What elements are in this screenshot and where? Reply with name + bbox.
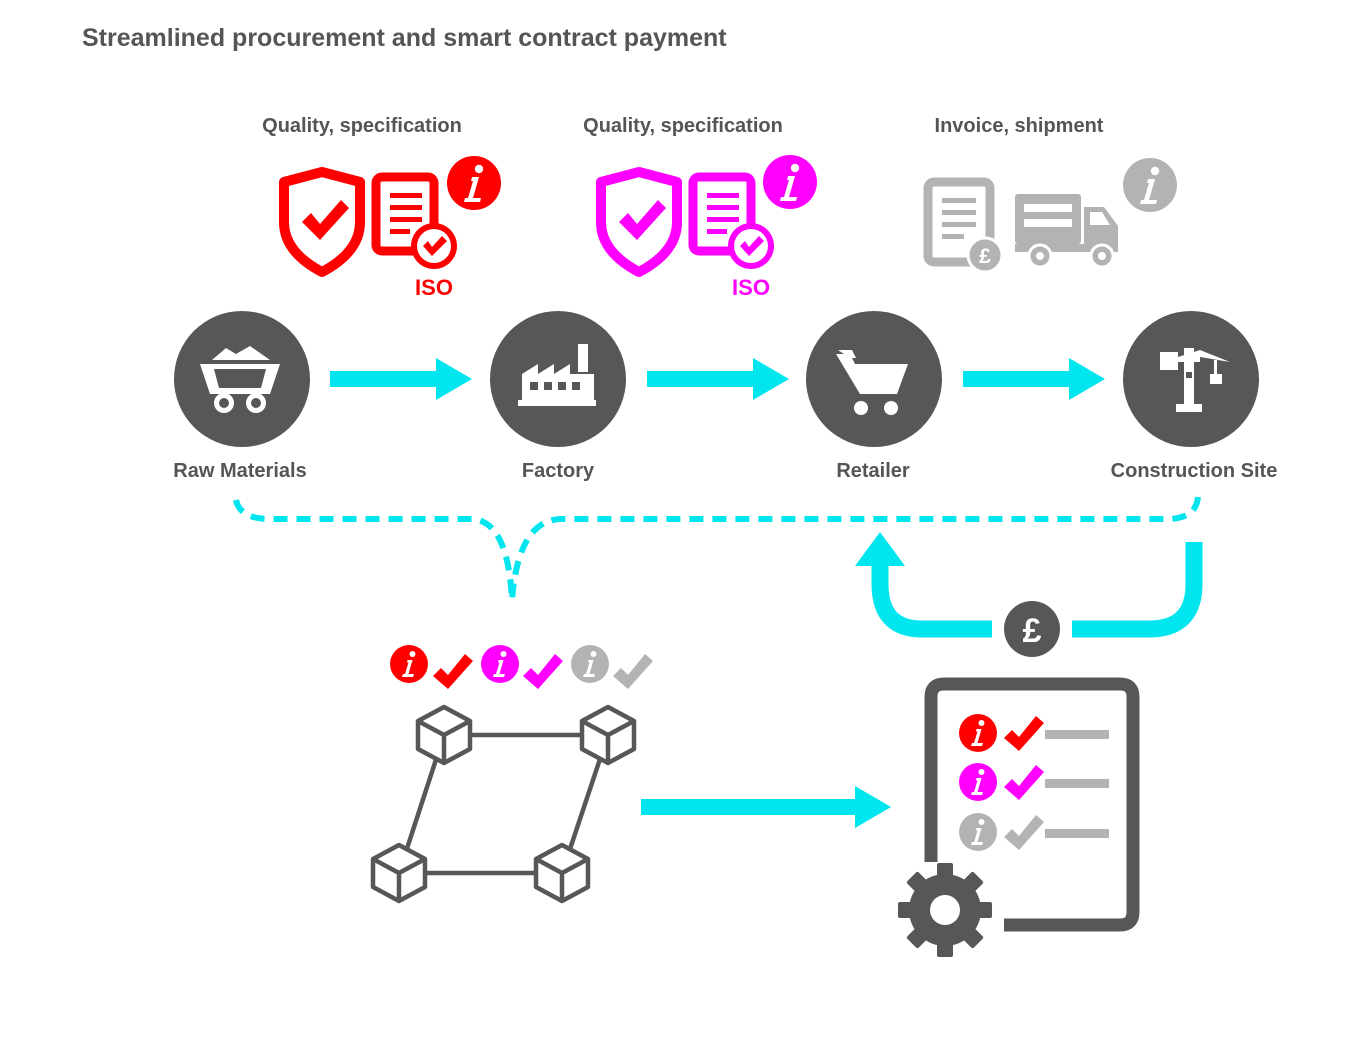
iso-badge: ISO <box>415 275 453 300</box>
checklist-row-magenta <box>959 763 1109 801</box>
info-check-grey <box>571 645 653 689</box>
shield-check-icon <box>596 167 682 277</box>
flow-arrow <box>647 358 789 400</box>
checklist-row-red <box>959 714 1109 752</box>
pound-symbol: £ <box>1023 612 1042 650</box>
certificate-iso-icon: ISO <box>688 172 774 300</box>
smart-contract-checklist-icon <box>898 677 1140 957</box>
info-icon <box>1123 158 1177 212</box>
invoice-pound-icon: £ <box>923 177 1004 274</box>
factory-icon <box>518 344 596 406</box>
mine-cart-icon <box>200 346 280 413</box>
info-check-red <box>390 645 473 689</box>
diagram-title: Streamlined procurement and smart contra… <box>82 24 727 52</box>
stage-raw-materials <box>174 311 310 447</box>
shopping-cart-icon <box>836 350 908 415</box>
info-group-caption: Quality, specification <box>262 115 462 137</box>
stage-label: Raw Materials <box>173 460 306 482</box>
info-group-quality-magenta: ISO <box>596 155 817 300</box>
blockchain-network-icon <box>373 707 634 901</box>
stage-label: Factory <box>522 460 595 482</box>
crane-icon <box>1160 348 1230 412</box>
info-group-caption: Quality, specification <box>583 115 783 137</box>
info-group-caption: Invoice, shipment <box>935 115 1104 137</box>
stage-label: Retailer <box>836 460 910 482</box>
flow-arrow <box>963 358 1105 400</box>
gear-icon <box>898 863 992 957</box>
flow-arrow <box>641 786 891 828</box>
info-icon <box>763 155 817 209</box>
iso-badge: ISO <box>732 275 770 300</box>
certificate-iso-icon: ISO <box>371 172 457 300</box>
flow-arrow <box>330 358 472 400</box>
pound-symbol: £ <box>979 245 991 268</box>
payment-return-arrow: £ <box>855 532 1203 657</box>
stage-factory <box>490 311 626 447</box>
info-check-magenta <box>481 645 563 689</box>
stage-label: Construction Site <box>1111 460 1278 482</box>
checklist-row-grey <box>959 813 1109 851</box>
stage-construction-site <box>1123 311 1259 447</box>
blockchain-records <box>390 645 653 689</box>
pound-coin-icon: £ <box>1004 601 1060 657</box>
stage-retailer <box>806 311 942 447</box>
info-icon <box>447 156 501 210</box>
info-group-invoice-grey: £ <box>923 158 1177 274</box>
info-group-quality-red: ISO <box>279 156 501 300</box>
data-flow-dashed-line <box>233 496 1201 601</box>
delivery-truck-icon <box>1015 194 1118 269</box>
shield-check-icon <box>279 167 365 277</box>
